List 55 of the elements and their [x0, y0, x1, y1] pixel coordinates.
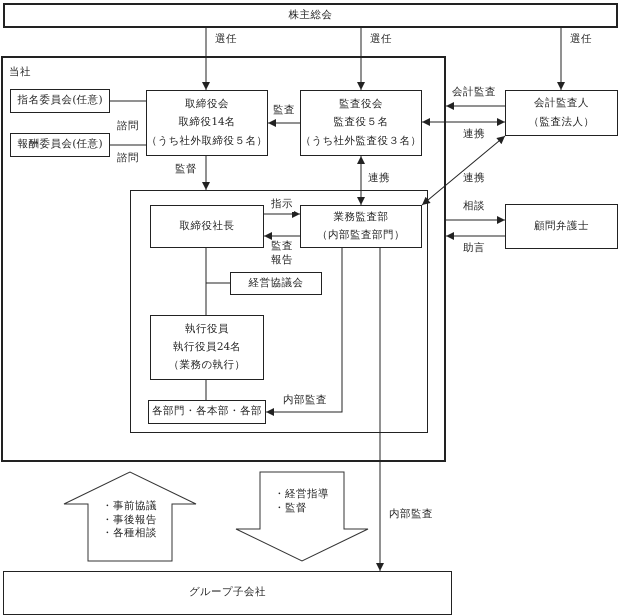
connector-arrow — [446, 232, 506, 240]
connector-arrow — [264, 232, 300, 240]
box-label: 顧問弁護士 — [534, 220, 589, 234]
box-label: 取締役社長 — [180, 220, 234, 234]
box-label: 会計監査人 — [534, 97, 589, 110]
edge-label: 指示 — [270, 198, 294, 212]
box-label: 各部門・各本部・各部 — [152, 405, 262, 419]
box-label: 業務監査部 — [334, 210, 388, 224]
box-label: （うち社外監査役３名） — [300, 134, 422, 148]
connector-arrow — [206, 248, 230, 284]
org-box — [505, 204, 618, 249]
connector-arrow — [357, 156, 365, 206]
box-label: 取締役会 — [185, 98, 229, 112]
connector-arrow — [202, 28, 210, 90]
box-label: 指名委員会(任意) — [17, 94, 103, 108]
connector-arrow — [266, 248, 342, 416]
connector-arrow — [422, 118, 506, 126]
org-box — [505, 90, 618, 136]
org-box — [150, 205, 264, 248]
org-box — [3, 571, 452, 615]
box-label: 監査役５名 — [334, 116, 388, 130]
box-label: （内部監査部門） — [317, 229, 405, 242]
connector-arrow — [202, 156, 210, 190]
box-label: （監査法人） — [528, 116, 594, 129]
org-box — [300, 90, 422, 156]
connector-arrow — [446, 216, 506, 224]
org-box — [146, 90, 268, 156]
box-label: 取締役14名 — [178, 116, 236, 130]
box-label: 監査役会 — [339, 98, 383, 112]
edge-label: 相談 — [462, 200, 486, 214]
org-box — [3, 3, 618, 28]
box-label: 執行役員 — [185, 322, 229, 336]
frame-title: 当社 — [9, 66, 31, 80]
connector-arrow — [422, 136, 506, 206]
connector-arrow — [357, 28, 365, 90]
org-box — [150, 315, 264, 380]
org-box — [10, 133, 110, 157]
org-box — [230, 272, 322, 295]
group-frame — [130, 190, 428, 433]
box-label: （うち社外取締役５名） — [146, 134, 268, 148]
company-frame — [1, 56, 446, 462]
org-box — [300, 205, 422, 248]
box-label: （業務の執行） — [168, 359, 246, 372]
box-label: 執行役員24名 — [172, 340, 242, 354]
connector-arrow — [557, 28, 565, 90]
connector-arrow — [376, 248, 384, 572]
connector-arrow — [264, 210, 300, 218]
org-box — [10, 89, 110, 113]
connector-arrow — [446, 102, 506, 110]
org-box — [148, 400, 266, 424]
box-label: グループ子会社 — [189, 586, 266, 600]
box-label: 経営協議会 — [248, 276, 304, 290]
box-label: 報酬委員会(任意) — [17, 138, 103, 152]
connector-arrow — [268, 119, 300, 127]
box-label: 株主総会 — [288, 8, 332, 22]
